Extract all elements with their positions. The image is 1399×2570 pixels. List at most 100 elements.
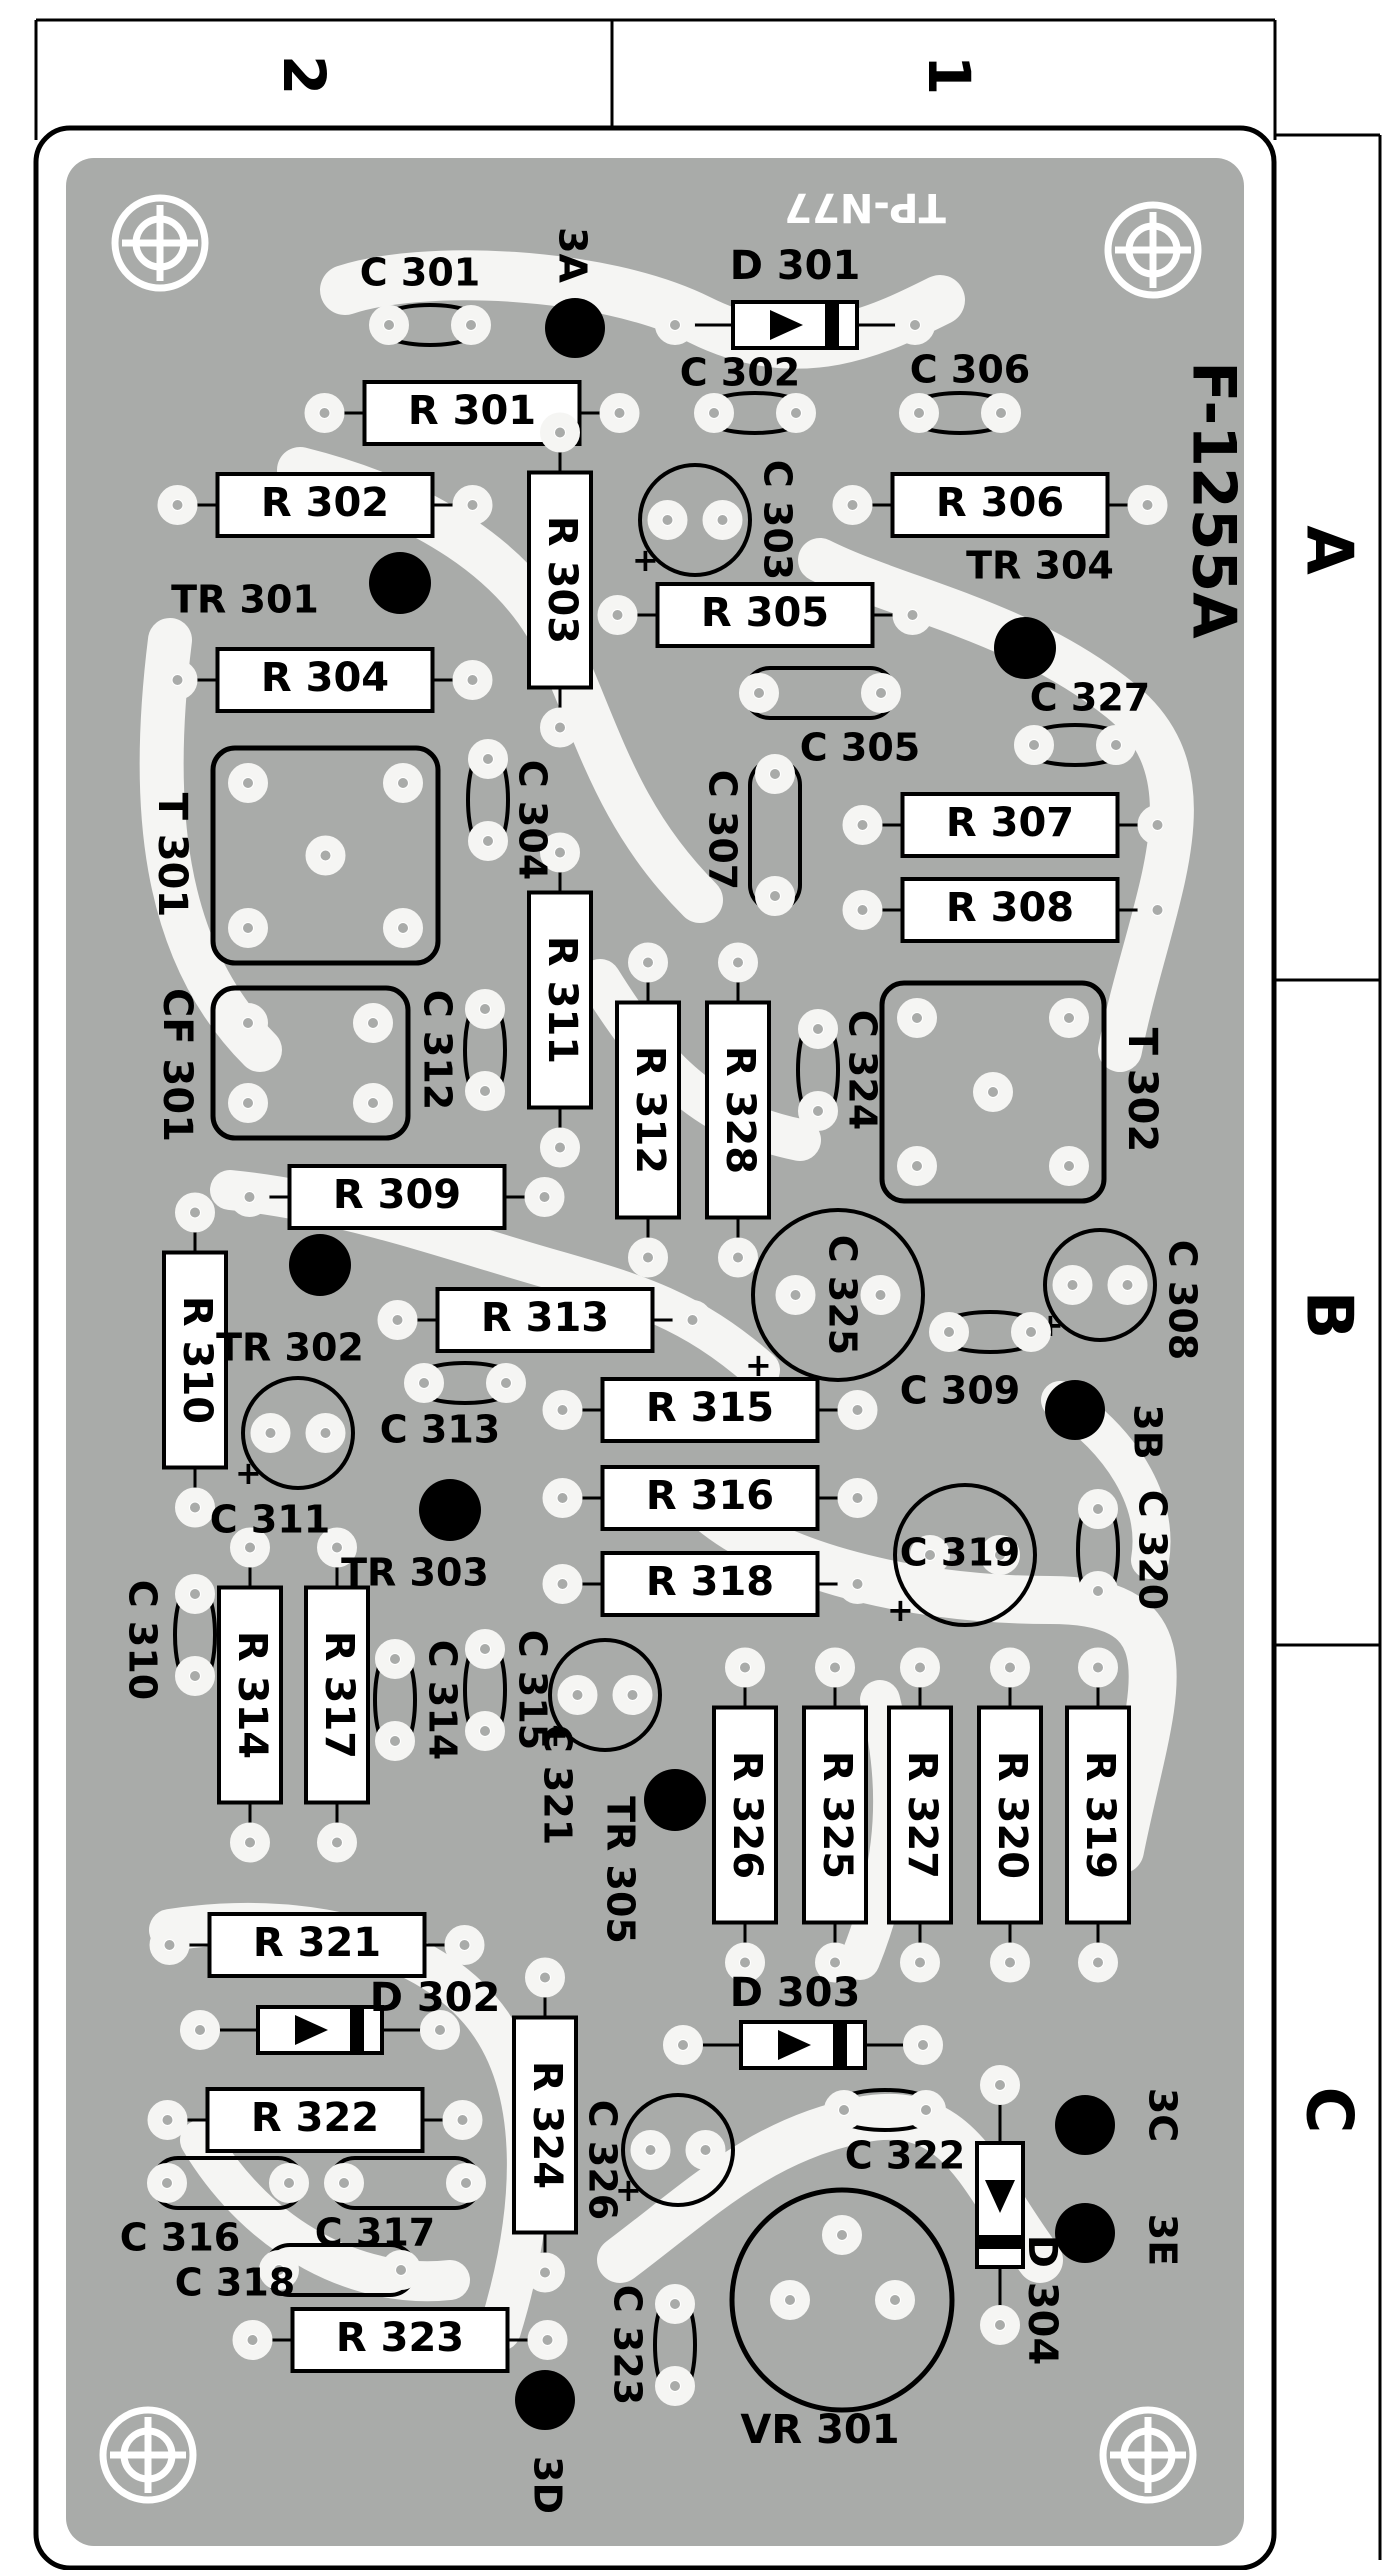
solder-pad-hole — [164, 1940, 175, 1950]
resistor-label: R 317 — [316, 1631, 362, 1759]
resistor-r314: R 314 — [217, 1527, 283, 1863]
capacitor-c301: C 301 — [360, 251, 491, 347]
resistor-r324: R 324 — [512, 1957, 578, 2293]
solder-pad-hole — [813, 1024, 823, 1034]
diode-label: D 303 — [730, 1970, 861, 2016]
solder-pad-hole — [915, 1957, 925, 1968]
solder-pad-hole — [480, 1644, 490, 1654]
solder-pad-hole — [501, 1378, 511, 1388]
capacitor-label: C 305 — [800, 726, 920, 770]
capacitor-label: C 307 — [701, 770, 745, 890]
solder-pad-hole — [912, 1013, 922, 1023]
solder-pad-hole — [1005, 1662, 1015, 1673]
resistor-r316: R 316 — [542, 1465, 878, 1531]
solder-pad-hole — [1142, 500, 1153, 510]
solder-pad-hole — [857, 820, 868, 830]
resistor-label: R 324 — [524, 2061, 570, 2189]
resistor-r307: R 307 — [842, 792, 1178, 858]
solder-pad-hole — [467, 675, 478, 685]
solder-pad-hole — [319, 408, 330, 418]
solder-pad-hole — [1093, 1504, 1103, 1514]
solder-pad-hole — [245, 1542, 255, 1553]
solder-pad-hole — [572, 1690, 583, 1700]
solder-pad-hole — [614, 408, 625, 418]
resistor-label: R 314 — [229, 1631, 275, 1759]
capacitor-c324: C 324 — [796, 1009, 885, 1131]
resistor-label: R 328 — [717, 1046, 763, 1174]
capacitor-label: C 316 — [120, 2216, 240, 2260]
solder-pad-hole — [162, 2115, 173, 2125]
capacitor-c302: C 302 — [680, 351, 816, 435]
solder-pad-hole — [830, 1662, 840, 1673]
capacitor-label: C 308 — [1161, 1240, 1205, 1360]
resistor-r322: R 322 — [147, 2087, 483, 2153]
diode-d301: D 301 — [655, 243, 935, 350]
solder-pad-hole — [944, 1327, 954, 1337]
resistor-label: R 305 — [701, 590, 829, 636]
capacitor-c327: C 327 — [1014, 676, 1150, 767]
transistor-label: TR 303 — [341, 1551, 489, 1595]
solder-pad-hole — [733, 957, 743, 968]
capacitor-c312: C 312 — [416, 989, 507, 1111]
solder-pad-hole — [1067, 1280, 1078, 1290]
solder-pad-hole — [555, 847, 565, 858]
test-point-3b: 3B — [1045, 1380, 1170, 1460]
solder-pad-hole — [539, 1192, 550, 1202]
solder-pad-hole — [645, 2145, 656, 2155]
resistor-label: R 322 — [251, 2095, 379, 2141]
capacitor-c313: C 313 — [380, 1361, 526, 1452]
resistor-r305: R 305 — [597, 582, 933, 648]
solder-pad-hole — [195, 2025, 205, 2035]
solder-pad-hole — [1026, 1327, 1036, 1337]
resistor-r323: R 323 — [232, 2307, 568, 2373]
mounting-holes — [99, 194, 1202, 2504]
resistor-label: R 326 — [724, 1751, 770, 1879]
resistor-r320: R 320 — [977, 1647, 1043, 1983]
resistor-r304: R 304 — [157, 647, 493, 713]
solder-pad-hole — [332, 1837, 342, 1848]
resistor-label: R 316 — [646, 1473, 774, 1519]
capacitor-c323: C 323 — [606, 2284, 697, 2406]
solder-pad-hole — [557, 1579, 568, 1589]
solder-pad-hole — [921, 2105, 931, 2115]
capacitor-c326: +C 326 — [581, 2093, 735, 2220]
solder-pad-hole — [284, 2178, 294, 2188]
solder-pad-hole — [918, 2040, 928, 2050]
solder-pad-hole — [754, 688, 764, 698]
resistor-r319: R 319 — [1065, 1647, 1131, 1983]
mounting-hole-bottom-right — [1099, 2406, 1197, 2504]
solder-pad-hole — [733, 1252, 743, 1263]
resistor-r325: R 325 — [802, 1647, 868, 1983]
solder-pad-hole — [384, 320, 394, 330]
solder-pad-hole — [910, 320, 920, 330]
solder-pad-hole — [435, 2025, 445, 2035]
solder-pad-hole — [542, 2335, 553, 2345]
solder-pad-hole — [1005, 1957, 1015, 1968]
diode-label: D 302 — [370, 1975, 501, 2021]
capacitor-label: C 302 — [680, 351, 800, 395]
capacitor-label: C 306 — [910, 348, 1030, 392]
capacitor-label: C 326 — [581, 2100, 625, 2220]
mounting-hole-bottom-left — [99, 2406, 197, 2504]
resistor-label: R 327 — [899, 1751, 945, 1879]
capacitor-c311: +C 311 — [210, 1376, 355, 1542]
solder-pad-hole — [876, 688, 886, 698]
solder-pad-hole — [172, 675, 183, 685]
solder-pad-hole — [643, 1252, 653, 1263]
test-point-label: 3E — [1141, 2214, 1185, 2266]
solder-pad-hole — [265, 1428, 276, 1438]
solder-pad-hole — [709, 408, 719, 418]
board-mirror-text: TP-N77 — [784, 184, 946, 230]
solder-pad-hole — [890, 2295, 900, 2305]
resistor-label: R 321 — [253, 1920, 381, 1966]
solder-pad-hole — [643, 957, 653, 968]
capacitor-c317: C 317 — [315, 2156, 486, 2255]
diode-d302: D 302 — [180, 1975, 501, 2055]
capacitor-label: C 312 — [416, 990, 460, 1110]
solder-pad-hole — [925, 1550, 935, 1560]
capacitor-label: C 315 — [511, 1630, 555, 1750]
solder-pad-hole — [467, 500, 478, 510]
solder-pad-hole — [332, 1542, 342, 1553]
solder-pad-hole — [243, 778, 253, 788]
resistor-label: R 309 — [333, 1172, 461, 1218]
